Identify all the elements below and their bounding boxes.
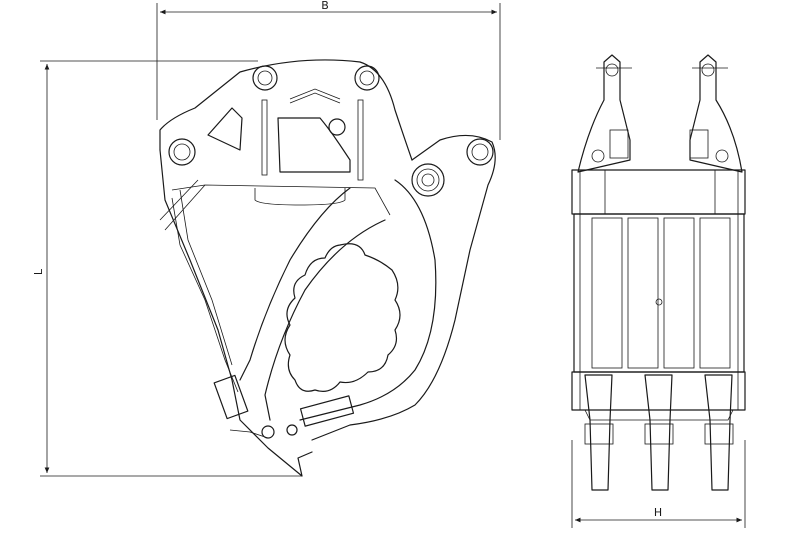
bucket-side-view (159, 59, 496, 477)
tooth-right (704, 374, 734, 491)
dimension-b-label: B (321, 0, 329, 12)
dimension-b: B (156, 0, 501, 140)
tooth-left (584, 374, 614, 491)
dimension-l: L (32, 60, 302, 477)
bucket-front-view (571, 54, 746, 491)
dimension-h: H (571, 440, 746, 528)
dimension-l-label: L (32, 268, 45, 275)
tooth-middle (644, 374, 674, 491)
dimension-h-label: H (654, 506, 662, 519)
